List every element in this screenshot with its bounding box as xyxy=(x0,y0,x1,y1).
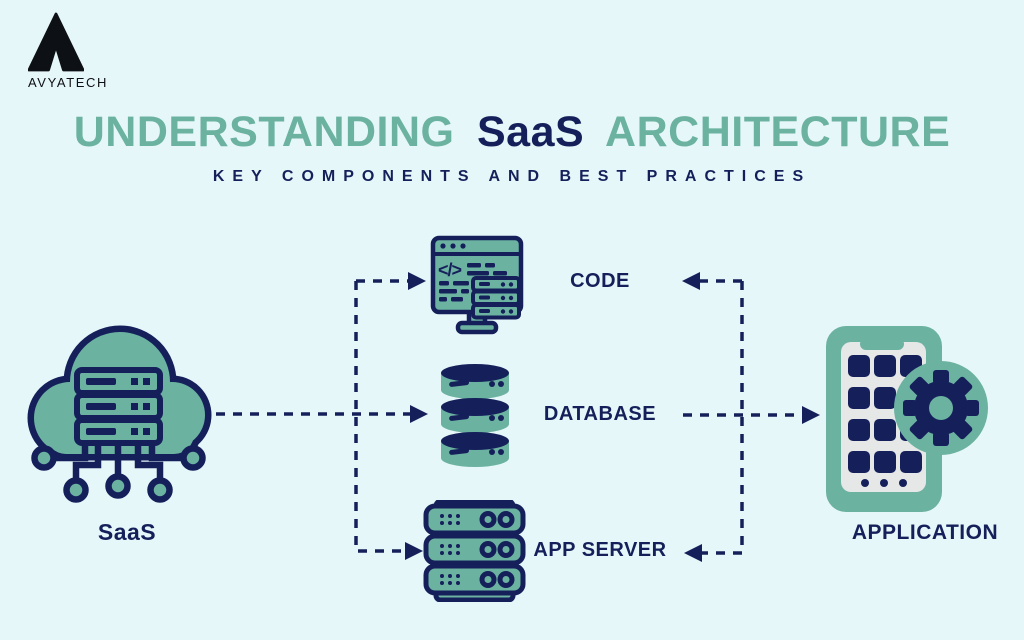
code-label: CODE xyxy=(570,270,630,292)
lambda-mountain-logo-icon xyxy=(28,12,84,72)
title-part-2: SaaS xyxy=(476,108,585,156)
arrowhead-to-appserver xyxy=(405,542,423,560)
app-server-label: APP SERVER xyxy=(533,539,667,561)
arrowhead-to-code xyxy=(408,272,426,290)
arrowhead-to-database xyxy=(410,405,428,423)
application-label: APPLICATION xyxy=(851,521,999,544)
page-title: UNDERSTANDING SaaS ARCHITECTURE xyxy=(0,108,1024,157)
title-part-1: UNDERSTANDING xyxy=(73,108,455,156)
cloud-server-icon xyxy=(27,325,212,503)
code-window-icon: </> xyxy=(430,235,524,335)
server-rack-icon xyxy=(423,500,526,602)
arrowhead-back-to-code xyxy=(682,272,700,290)
database-cylinders-icon xyxy=(441,364,509,467)
database-label: DATABASE xyxy=(543,403,657,425)
page-subtitle: KEY COMPONENTS AND BEST PRACTICES xyxy=(212,168,812,185)
brand-logo: AVYATECH xyxy=(28,12,138,90)
edge-saas-branch xyxy=(354,281,405,553)
svg-text:</>: </> xyxy=(438,260,462,280)
title-part-3: ARCHITECTURE xyxy=(605,108,951,156)
saas-label: SaaS xyxy=(97,519,157,545)
edge-application-branch xyxy=(702,281,744,555)
mobile-app-gear-icon xyxy=(826,326,988,512)
brand-name: AVYATECH xyxy=(28,75,108,90)
gear-icon xyxy=(903,370,979,446)
